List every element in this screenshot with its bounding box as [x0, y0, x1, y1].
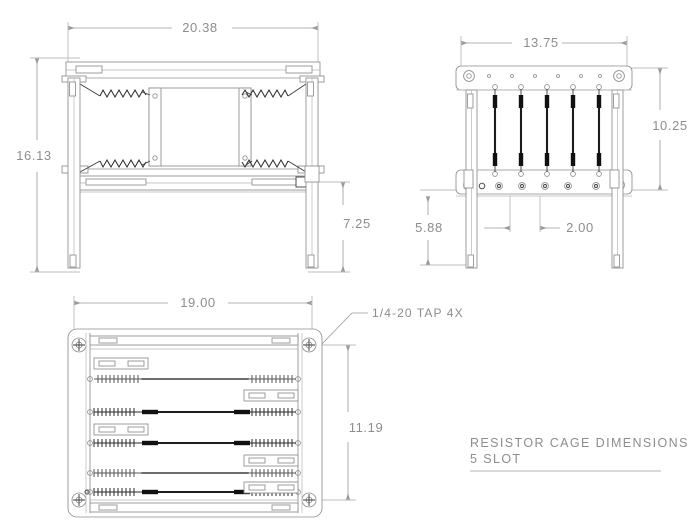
dim-value-rail-spacing: 10.25: [652, 118, 688, 133]
note-tap-label: 1/4-20 TAP 4X: [372, 306, 464, 320]
dim-overall-height: 16.13: [16, 57, 52, 273]
resistor-element: [492, 84, 498, 177]
dim-rail-width: 13.75: [460, 35, 628, 50]
resistor-element: [570, 84, 576, 177]
dim-overall-width: 20.38: [67, 20, 319, 35]
front-center-plate: [148, 87, 252, 167]
dim-value-rail-width: 13.75: [523, 35, 559, 50]
dim-element-pitch: 2.00: [484, 196, 594, 235]
dim-leg-height: 7.25: [340, 181, 371, 273]
dim-value-element-pitch: 2.00: [566, 220, 594, 235]
front-lower-rail: [61, 165, 325, 193]
bracket: [243, 481, 299, 494]
resistor-row: [87, 375, 301, 383]
title-block: RESISTOR CAGE DIMENSIONS 5 SLOT: [470, 436, 689, 472]
side-bottom-rail: [455, 169, 633, 197]
side-elevation-view: 13.75 10.25 5.88 2.00: [415, 35, 688, 269]
bracket: [93, 423, 149, 436]
dim-value-overall-height: 16.13: [16, 148, 52, 163]
resistor-element: [544, 84, 550, 177]
plan-plate-outline: [67, 328, 323, 518]
dim-value-plate-width: 11.19: [349, 420, 384, 435]
front-spring-braces: [79, 83, 307, 173]
title-line-1: RESISTOR CAGE DIMENSIONS: [470, 436, 689, 450]
resistor-row: [87, 439, 301, 447]
front-legs: [67, 77, 320, 269]
dim-rail-spacing: 10.25: [652, 67, 688, 191]
front-elevation-view: 20.38 16.13 7.25: [16, 20, 371, 273]
dim-value-overall-width: 20.38: [182, 20, 218, 35]
bracket: [243, 454, 299, 467]
resistor-element: [596, 84, 602, 177]
side-top-rail: [455, 65, 633, 91]
bracket: [243, 389, 299, 402]
resistor-element: [518, 84, 524, 177]
plan-view: 19.00 11.19 1/4-20 TAP 4X: [67, 295, 464, 518]
title-line-2: 5 SLOT: [470, 452, 521, 466]
bracket: [93, 357, 149, 370]
side-legs: [463, 89, 624, 269]
front-upper-rail: [61, 61, 325, 83]
dim-plate-length: 19.00: [73, 295, 313, 310]
plan-mounting-brackets: [93, 357, 299, 494]
tap-note-leader: 1/4-20 TAP 4X: [317, 306, 464, 349]
dim-value-leg-height: 7.25: [343, 216, 371, 231]
dim-leg-drop: 5.88: [415, 195, 443, 266]
dim-value-plate-length: 19.00: [180, 295, 216, 310]
dim-plate-width: 11.19: [345, 344, 384, 501]
side-resistor-elements: [492, 84, 602, 177]
resistor-row: [87, 408, 301, 416]
dim-value-leg-drop: 5.88: [415, 220, 443, 235]
resistor-row: [87, 469, 301, 477]
